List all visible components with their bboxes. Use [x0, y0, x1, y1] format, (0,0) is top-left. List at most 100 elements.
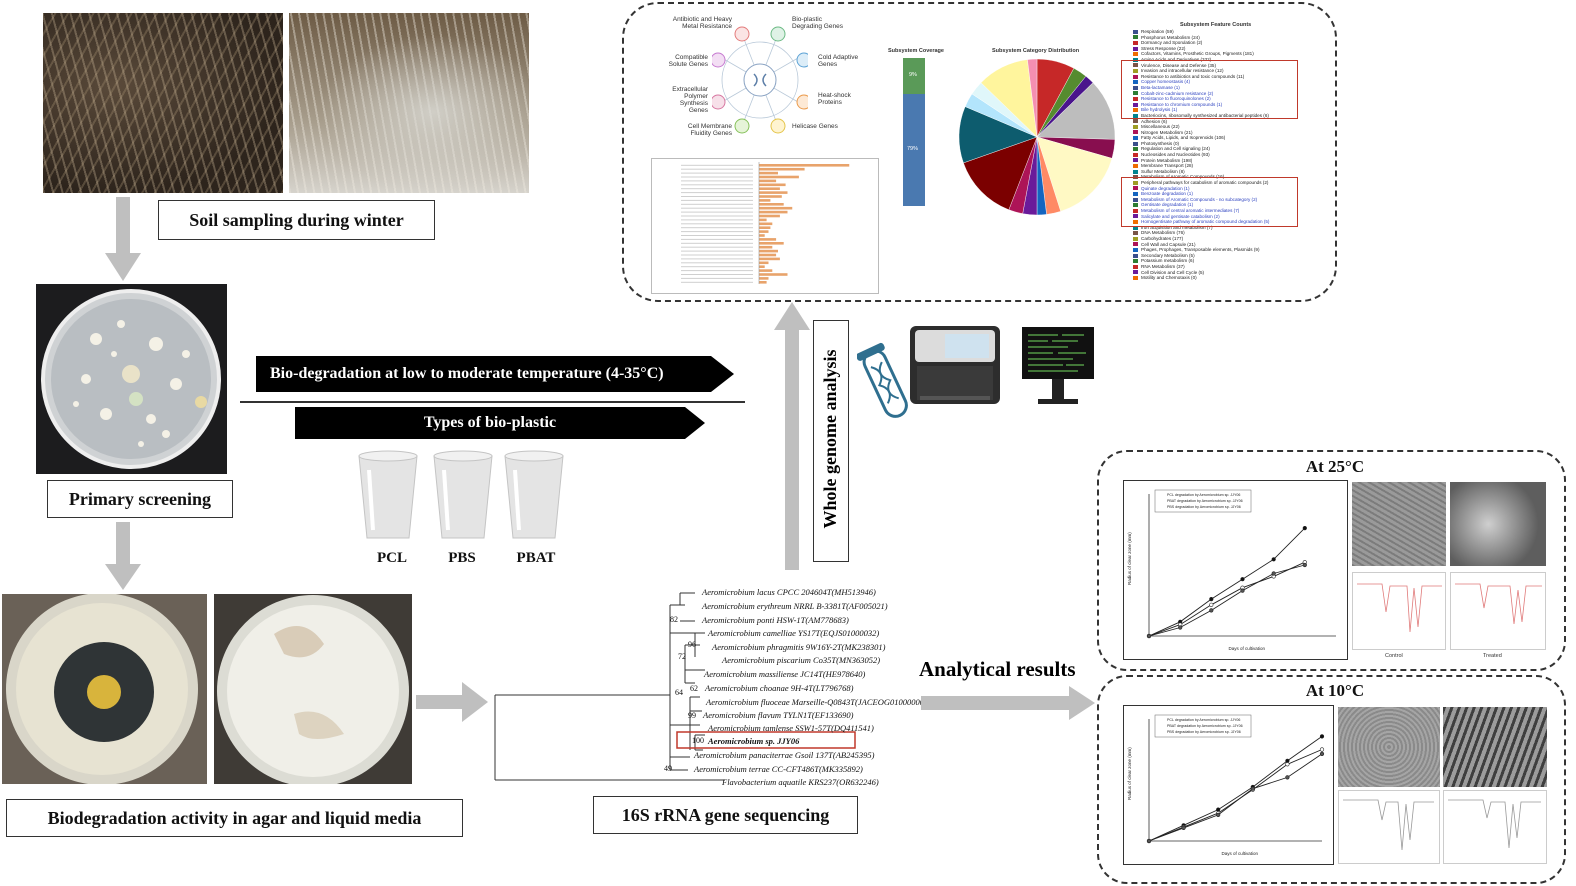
bootstrap-6: 99	[688, 711, 696, 720]
feature-text: Iron acquisition and metabolism (7)	[1141, 224, 1213, 230]
feature-row: Cell Division and Cell Cycle (5)	[1133, 270, 1323, 276]
feature-text: Potassium metabolism (6)	[1141, 258, 1195, 264]
gene-bar	[759, 242, 784, 245]
feature-swatch	[1133, 141, 1138, 146]
whole-genome-label: Whole genome analysis	[820, 349, 840, 529]
dna-tube-icon	[857, 342, 908, 418]
feature-text: DNA Metabolism (76)	[1141, 230, 1185, 236]
feature-swatch	[1133, 270, 1138, 275]
feature-text: Stress Response (22)	[1141, 45, 1186, 51]
feature-row: DNA Metabolism (76)	[1133, 230, 1323, 236]
feature-row: Resistance to chromium compounds (1)	[1133, 102, 1323, 108]
gene-bar-label	[681, 238, 753, 240]
gene-bar-label	[681, 184, 753, 186]
series-point	[1181, 825, 1186, 830]
coverage-bar-bottom	[903, 94, 925, 206]
coverage-label-bottom: 79%	[907, 146, 919, 152]
bootstrap-1: 82	[670, 615, 678, 624]
feature-text: Phages, Prophages, Transposable elements…	[1141, 247, 1260, 253]
gene-bar	[759, 203, 784, 206]
feature-swatch	[1133, 29, 1138, 34]
feature-row: Miscellaneous (22)	[1133, 124, 1323, 130]
feature-row: Bacteriocins, ribosomally synthesized an…	[1133, 113, 1323, 119]
chart-legend-box	[1154, 489, 1252, 513]
bootstrap-5: 64	[675, 688, 683, 697]
feature-swatch	[1133, 264, 1138, 269]
gene-group-6: Heat-shock Proteins	[818, 92, 851, 106]
feature-swatch	[1133, 85, 1138, 90]
feature-row: Gentisate degradation (1)	[1133, 202, 1323, 208]
taxon-1: Aeromicrobium lacus CPCC 204604T(MH51394…	[702, 587, 876, 597]
feature-swatch	[1133, 108, 1138, 113]
feature-swatch	[1133, 180, 1138, 185]
gene-bar-label	[681, 164, 753, 166]
plastic-label-pbat: PBAT	[516, 550, 556, 566]
series-point	[1209, 596, 1214, 602]
feature-text: Resistance to fluoroquinolones (2)	[1141, 96, 1211, 102]
gene-bar	[759, 257, 780, 261]
arrow-right-2	[921, 686, 1095, 720]
biodegradation-activity-label: Biodegradation activity in agar and liqu…	[6, 799, 463, 837]
series-line	[1148, 561, 1305, 637]
gene-bar-label	[681, 242, 753, 244]
taxon-10: Aeromicrobium flavum TYLN1T(EF133690)	[703, 710, 854, 720]
subsystem-coverage-title: Subsystem Coverage	[888, 48, 944, 54]
feature-swatch	[1133, 52, 1138, 57]
taxon-2: Aeromicrobium erythreum NRRL B-3381T(AF0…	[702, 601, 888, 611]
feature-swatch	[1133, 35, 1138, 40]
feature-swatch	[1133, 225, 1138, 230]
feature-text: Miscellaneous (22)	[1141, 124, 1180, 130]
series-point	[1319, 734, 1325, 739]
chart-legend-entry: PBS degradation by Aeromicrobium sp. JJY…	[1167, 505, 1241, 509]
taxon-12: Aeromicrobium sp. JJY06	[708, 736, 800, 746]
feature-text: Secondary Metabolism (5)	[1141, 252, 1195, 258]
feature-row: Homogentisate pathway of aromatic compou…	[1133, 219, 1323, 225]
sequencer-icon	[910, 326, 1000, 404]
series-point	[1216, 812, 1221, 817]
feature-swatch	[1133, 147, 1138, 152]
gene-bar	[759, 222, 773, 226]
series-point	[1250, 786, 1255, 791]
feature-row: Beta-lactamase (1)	[1133, 85, 1323, 91]
gene-bar	[759, 206, 793, 210]
taxon-13: Aeromicrobium panaciterrae Gsoil 137T(AB…	[694, 750, 875, 760]
cup-icon-pbat	[504, 450, 564, 539]
feature-row: Virulence, Disease and Defense (35)	[1133, 63, 1323, 69]
feature-swatch	[1133, 68, 1138, 73]
gene-wheel-diagram	[712, 26, 808, 134]
feature-text: Virulence, Disease and Defense (35)	[1141, 62, 1216, 68]
feature-swatch	[1133, 130, 1138, 135]
feature-swatch	[1133, 203, 1138, 208]
feature-row: Bile hydrolysis (1)	[1133, 107, 1323, 113]
ftir-control-10c	[1338, 790, 1440, 864]
feature-swatch	[1133, 40, 1138, 45]
sem-treated-10c	[1443, 707, 1547, 787]
cup-icon-pbs	[433, 450, 493, 539]
bootstrap-8: 49	[664, 764, 672, 773]
gene-bar	[759, 253, 777, 257]
feature-text: Phosphorus Metabolism (24)	[1141, 34, 1200, 40]
feature-swatch	[1133, 57, 1138, 62]
feature-text: Protein Metabolism (198)	[1141, 157, 1193, 163]
gene-bar-label	[681, 168, 753, 170]
title-25c: At 25°C	[1305, 457, 1365, 476]
feature-text: Regulation and Cell signaling (24)	[1141, 146, 1210, 152]
taxon-7: Aeromicrobium massiliense JC14T(HE978640…	[704, 669, 866, 679]
gene-bar	[759, 226, 771, 229]
gene-bar	[759, 230, 769, 233]
arrow-down-1	[105, 197, 141, 281]
gene-bar	[759, 277, 769, 280]
series-point	[1240, 588, 1245, 593]
pie-slice	[1036, 136, 1113, 212]
feature-row: Cobalt-zinc-cadmium resistance (2)	[1133, 91, 1323, 97]
gene-bar-label	[681, 262, 753, 264]
gene-bar	[759, 183, 786, 187]
chart-legend-entry: PCL degradation by Aeromicrobium sp. JJY…	[1167, 718, 1240, 722]
gene-group-3: Compatible Solute Genes	[668, 54, 708, 68]
gene-bar	[759, 245, 773, 249]
feature-swatch	[1133, 96, 1138, 101]
gene-bar-label	[681, 211, 753, 213]
bootstrap-3: 72	[678, 652, 686, 661]
feature-swatch	[1133, 91, 1138, 96]
feature-text: Quinate degradation (1)	[1141, 185, 1190, 191]
